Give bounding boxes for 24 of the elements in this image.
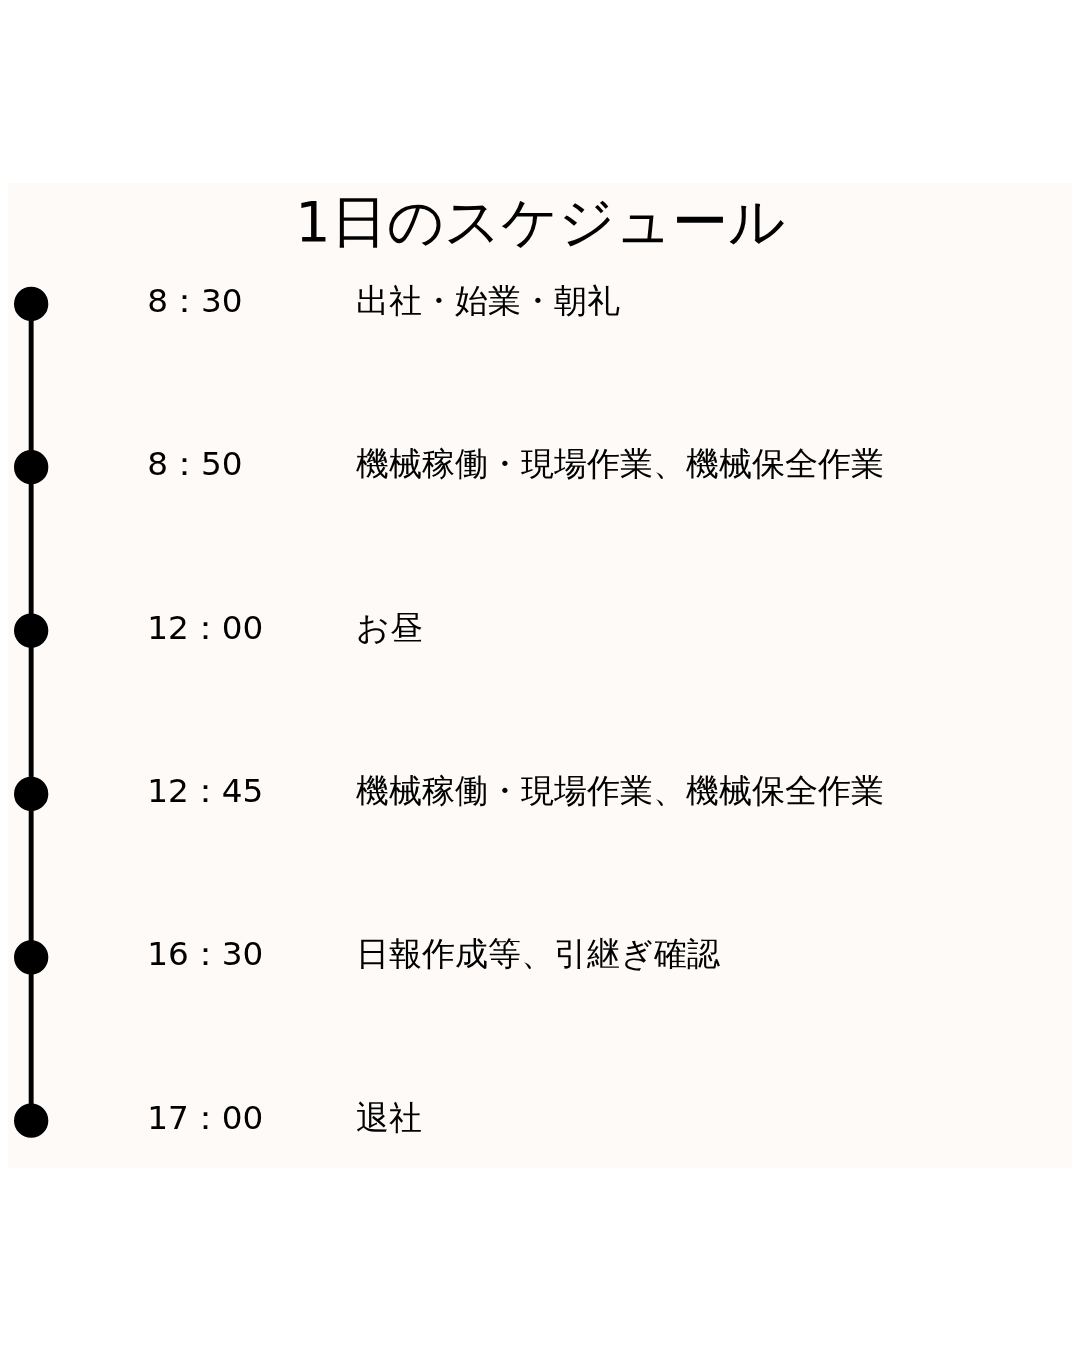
node-label: 8：50 (147, 444, 243, 483)
node-circle (14, 449, 49, 484)
node-label: 12：45 (147, 771, 264, 810)
node-label: 退社 (356, 1098, 423, 1137)
connector (28, 646, 34, 778)
node-label: 出社・始業・朝礼 (356, 281, 621, 320)
connector (28, 483, 34, 614)
node-label: 機械稼働・現場作業、機械保全作業 (356, 444, 885, 483)
connector (28, 973, 34, 1104)
connector (28, 809, 34, 941)
node-circle (14, 776, 49, 811)
node-label: 機械稼働・現場作業、機械保全作業 (356, 771, 885, 810)
node-label: 8：30 (147, 281, 243, 320)
connector (28, 319, 34, 451)
node-circle (14, 612, 49, 648)
node-label: 日報作成等、引継ぎ確認 (356, 934, 721, 973)
diagram-title: 1日のスケジュール (295, 188, 785, 253)
node-circle (14, 939, 49, 974)
node-circle (14, 286, 49, 321)
node-label: 16：30 (147, 934, 264, 973)
node-label: 17：00 (147, 1098, 264, 1137)
node-label: お昼 (356, 608, 424, 647)
node-label: 12：00 (147, 608, 264, 647)
node-circle (14, 1102, 49, 1138)
